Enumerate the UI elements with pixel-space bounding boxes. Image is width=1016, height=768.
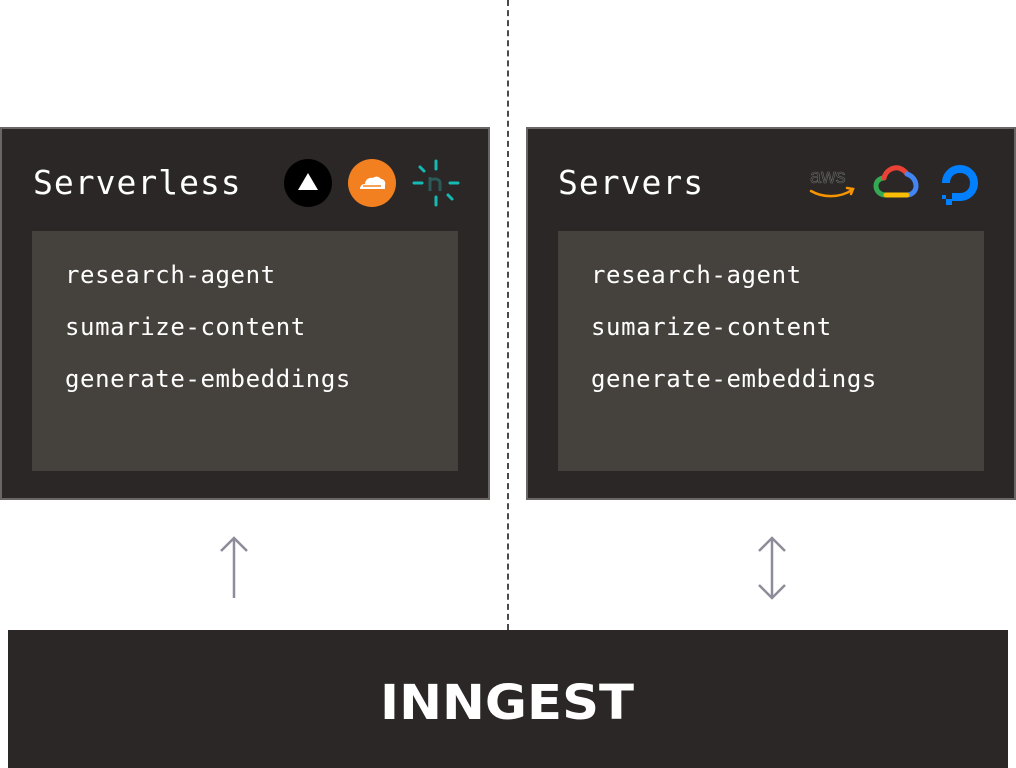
google-cloud-icon xyxy=(873,165,919,198)
digitalocean-icon xyxy=(942,165,978,205)
function-item: sumarize-content xyxy=(591,313,832,341)
servers-title: Servers xyxy=(558,163,705,202)
cloudflare-icon xyxy=(348,159,396,207)
function-item: generate-embeddings xyxy=(65,365,351,393)
function-item: research-agent xyxy=(65,261,276,289)
svg-text:aws: aws xyxy=(810,166,846,188)
function-item: research-agent xyxy=(591,261,802,289)
svg-text:INNGEST: INNGEST xyxy=(380,677,634,725)
inngest-platform-bar: INNGEST xyxy=(8,630,1008,768)
function-item: generate-embeddings xyxy=(591,365,877,393)
bidirectional-arrow xyxy=(758,536,786,600)
function-item: sumarize-content xyxy=(65,313,306,341)
serverless-functions-box: research-agent sumarize-content generate… xyxy=(32,231,458,471)
serverless-panel: Serverless research-agent sumarize-conte… xyxy=(0,127,490,500)
netlify-icon xyxy=(412,159,460,207)
serverless-title: Serverless xyxy=(33,163,242,202)
vercel-icon xyxy=(284,159,332,207)
inngest-logo: INNGEST xyxy=(380,677,634,725)
up-arrow xyxy=(220,536,248,598)
center-divider xyxy=(507,0,509,630)
aws-icon: aws xyxy=(810,166,855,198)
servers-panel: Servers aws research-agent sumarize-cont… xyxy=(526,127,1016,500)
servers-functions-box: research-agent sumarize-content generate… xyxy=(558,231,984,471)
